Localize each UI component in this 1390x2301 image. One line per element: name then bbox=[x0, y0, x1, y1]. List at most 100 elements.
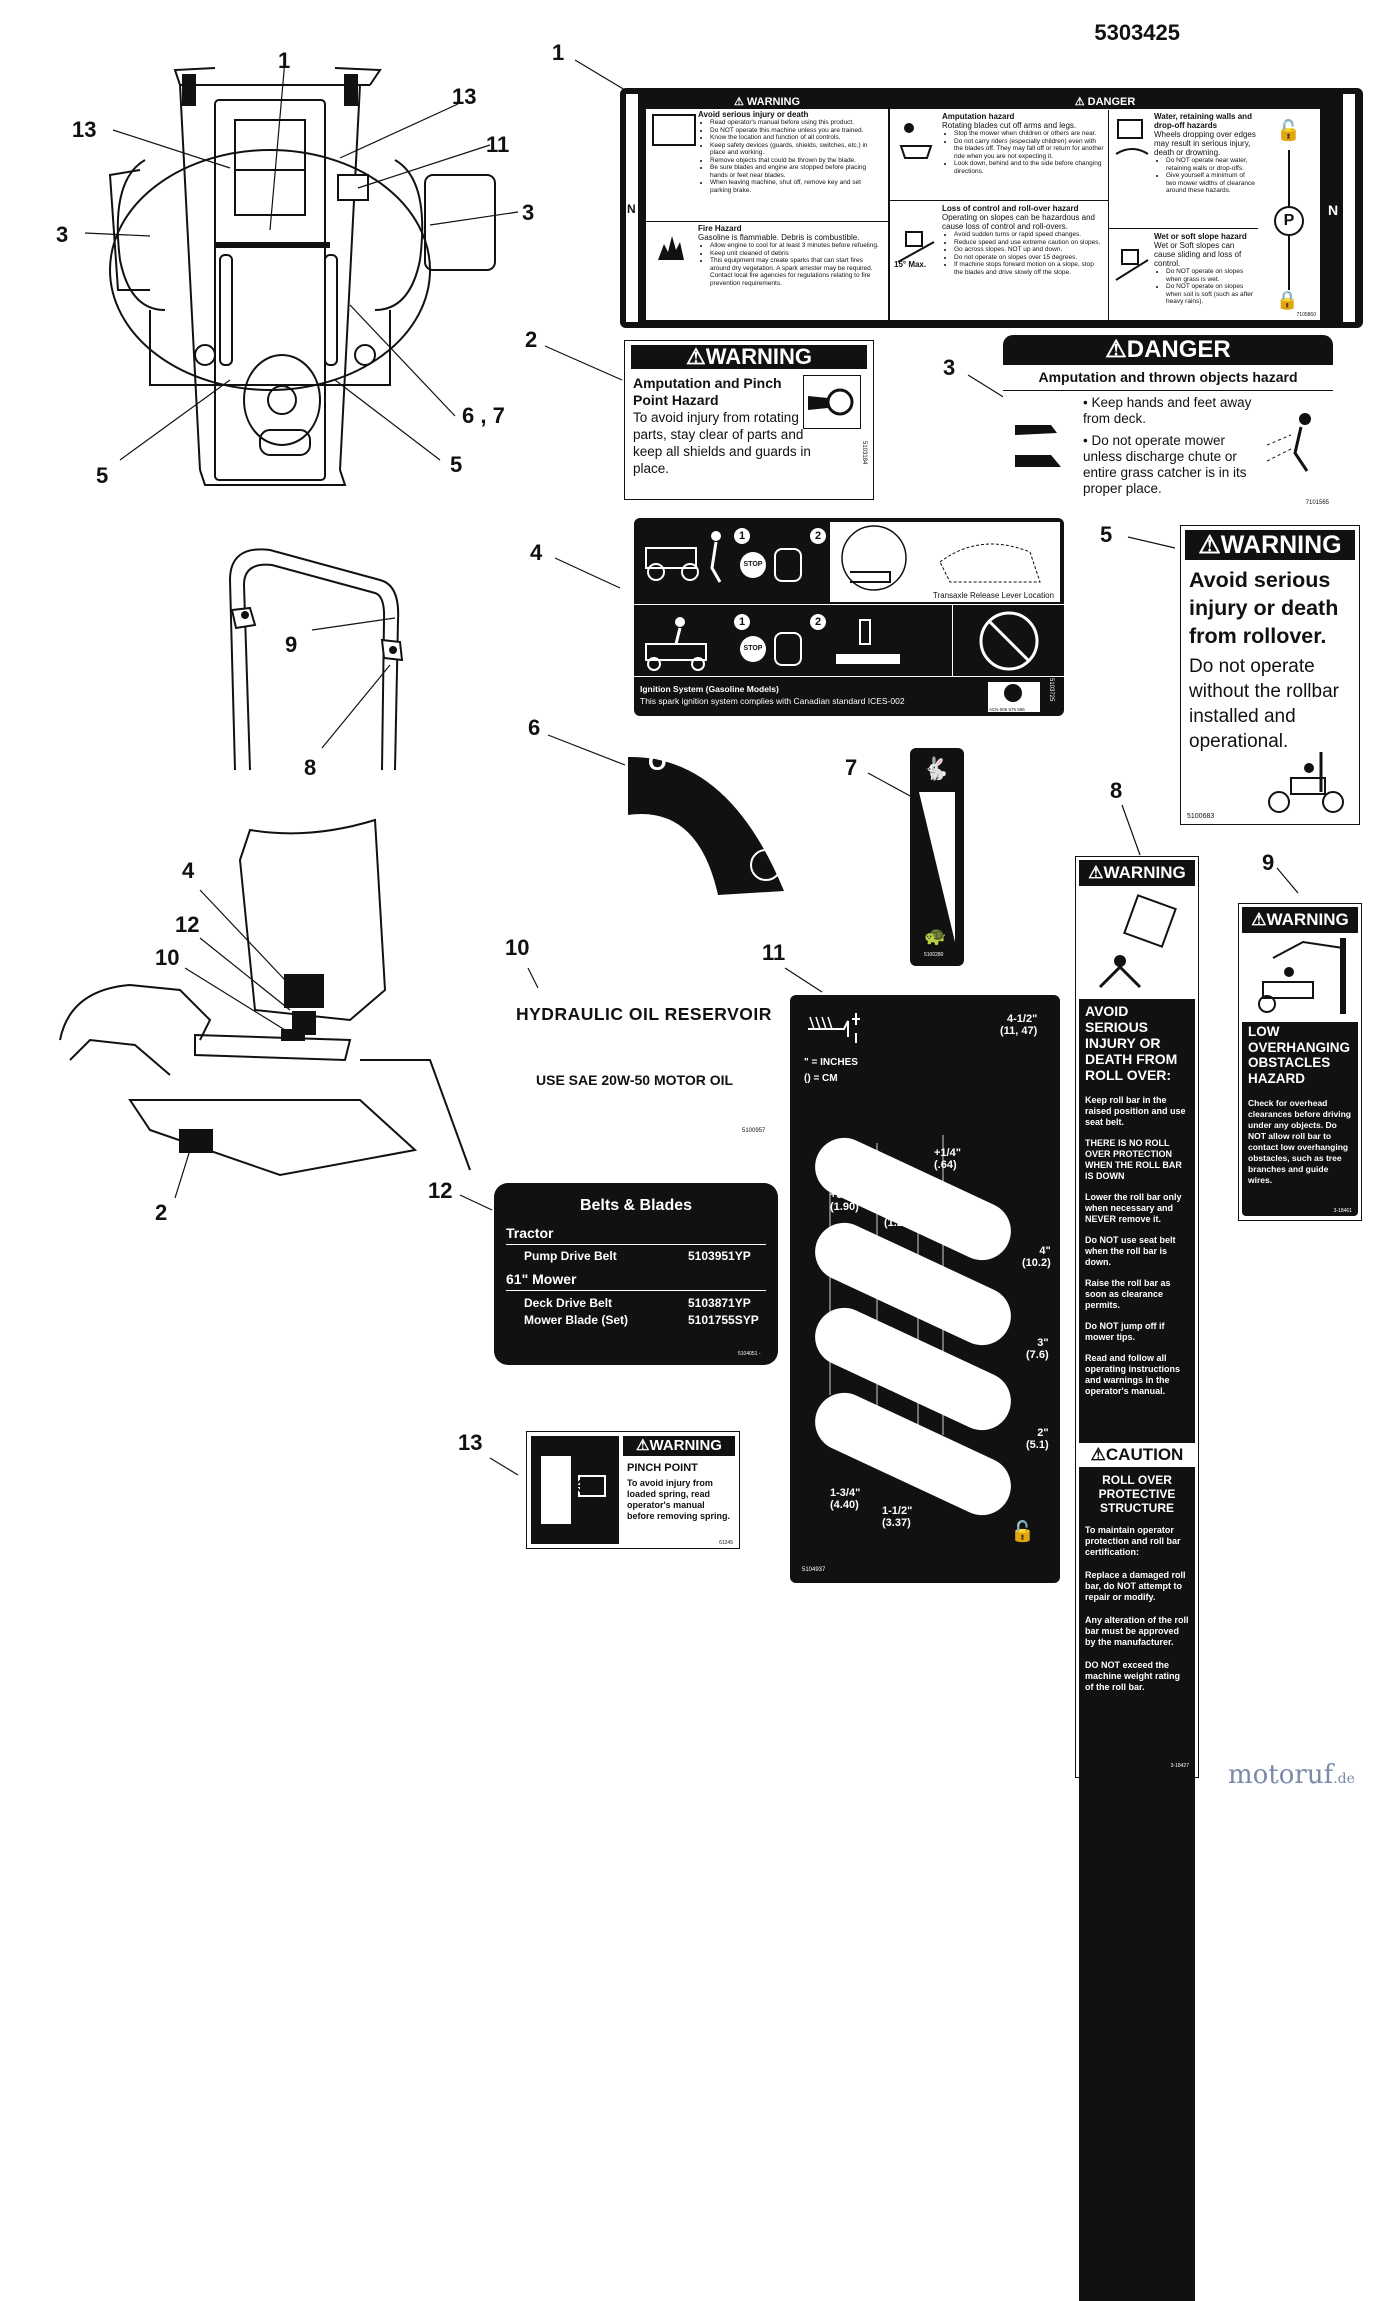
callout-decal-13: 13 bbox=[458, 1430, 483, 1455]
fire-item: This equipment may create sparks that ca… bbox=[710, 257, 884, 287]
height-plus-1-4: +1/4"(.64) bbox=[934, 1147, 961, 1171]
pump-belt-part: 5103951YP bbox=[688, 1249, 751, 1263]
wet-title: Wet or soft slope hazard bbox=[1154, 232, 1247, 241]
ignition-body: This spark ignition system complies with… bbox=[640, 696, 905, 706]
lock-open-icon: 🔓 bbox=[1010, 1521, 1035, 1543]
decal-7-part-number: 5100280 bbox=[924, 952, 944, 958]
decal-9-body-text: Check for overhead clearances before dri… bbox=[1248, 1098, 1351, 1185]
parking-icon: P bbox=[1274, 206, 1304, 236]
callout-decal-7: 7 bbox=[845, 755, 858, 780]
height-1-1-2: 1-1/2"(3.37) bbox=[882, 1505, 913, 1529]
loss-list: Avoid sudden turns or rapid speed change… bbox=[942, 231, 1104, 276]
decal-8-rops-warning: ⚠WARNING AVOID SERIOUS INJURY OR DEATH F… bbox=[1075, 856, 1199, 2301]
rollbar-tractor-icon bbox=[1261, 748, 1351, 816]
fire-icon bbox=[654, 232, 688, 262]
decal-8-rops: ROLL OVER PROTECTIVE STRUCTURE bbox=[1098, 1473, 1176, 1515]
height-4: 4"(10.2) bbox=[1022, 1245, 1051, 1269]
callout-1: 1 bbox=[278, 48, 291, 73]
water-dropoff-icon bbox=[1112, 114, 1152, 164]
serious-item: Do NOT operate this machine unless you a… bbox=[710, 127, 884, 135]
document-number: 5303425 bbox=[1094, 20, 1180, 45]
decal-5-title: ⚠WARNING bbox=[1185, 530, 1355, 560]
decal-9-heading: LOW OVERHANGING OBSTACLES HAZARD bbox=[1248, 1024, 1351, 1086]
acn-number: ACN 006 576 556 bbox=[989, 707, 1025, 712]
decal-10-body: USE SAE 20W-50 MOTOR OIL bbox=[536, 1072, 734, 1088]
decal-3-danger: ⚠DANGER Amputation and thrown objects ha… bbox=[1003, 335, 1333, 510]
decal-1-left-strip: N bbox=[624, 94, 640, 322]
callout-11: 11 bbox=[486, 132, 510, 157]
callout-decal-2: 2 bbox=[525, 327, 538, 352]
decal-1-right-strip: N bbox=[1323, 94, 1359, 322]
choke-icon bbox=[750, 849, 782, 881]
c-tick-icon bbox=[1004, 684, 1022, 702]
engine-off-icon bbox=[774, 632, 802, 666]
decal-1-serious-section: Avoid serious injury or death Read opera… bbox=[698, 110, 884, 194]
amp-list: Stop the mower when children or others a… bbox=[942, 130, 1104, 175]
tractor-heading: Tractor bbox=[506, 1225, 554, 1241]
mower-heading: 61" Mower bbox=[506, 1271, 577, 1287]
wet-lead: Wet or Soft slopes can cause sliding and… bbox=[1154, 241, 1242, 268]
callout-decal-1: 1 bbox=[552, 40, 565, 65]
callout-13: 13 bbox=[452, 84, 477, 109]
decal-1-warning-title: ⚠ WARNING bbox=[646, 94, 888, 109]
lock-open-icon: 🔓 bbox=[1276, 120, 1301, 142]
loss-item: Reduce speed and use extreme caution on … bbox=[954, 239, 1104, 247]
stop-icon: STOP bbox=[740, 636, 766, 662]
decal-4-part-number: 5103725 bbox=[1048, 678, 1054, 702]
acn-mark: ACN 006 576 556 bbox=[988, 682, 1040, 712]
turtle-icon: 🐢 bbox=[924, 926, 947, 946]
watermark-brand: motoruf bbox=[1228, 1760, 1334, 1790]
step-2-badge: 2 bbox=[810, 614, 826, 630]
ignition-title: Ignition System (Gasoline Models) bbox=[640, 684, 779, 694]
decal-3-title: ⚠DANGER bbox=[1003, 335, 1333, 365]
callout-12: 12 bbox=[175, 912, 200, 937]
wet-item: Do NOT operate on slopes when grass is w… bbox=[1166, 268, 1256, 283]
decal-8-q2: Replace a damaged roll bar, do NOT attem… bbox=[1085, 1570, 1186, 1602]
cut-height-slots bbox=[815, 1135, 1011, 1516]
decal-9-body: LOW OVERHANGING OBSTACLES HAZARD Check f… bbox=[1242, 1022, 1358, 1216]
fire-title: Fire Hazard bbox=[698, 224, 742, 233]
decal-3-bullet-2: • Do not operate mower unless discharge … bbox=[1083, 433, 1247, 496]
decal-8-p3: Lower the roll bar only when necessary a… bbox=[1085, 1192, 1182, 1224]
loss-item: If machine stops forward motion on a slo… bbox=[954, 261, 1104, 276]
decal-12-title: Belts & Blades bbox=[579, 1197, 693, 1214]
fire-item: Allow engine to cool for at least 3 minu… bbox=[710, 242, 884, 250]
loss-item: Avoid sudden turns or rapid speed change… bbox=[954, 231, 1104, 239]
fire-item: Keep unit cleaned of debris bbox=[710, 250, 884, 258]
decal-1-fire-section: Fire Hazard Gasoline is flammable. Debri… bbox=[698, 224, 884, 287]
wet-slope-icon bbox=[1112, 240, 1152, 290]
water-title: Water, retaining walls and drop-off haza… bbox=[1154, 112, 1252, 130]
callout-3: 3 bbox=[56, 222, 69, 247]
watermark: motoruf.de bbox=[1228, 1760, 1355, 1790]
cut-height-icon bbox=[804, 1009, 864, 1045]
decal-11-cut-height: " = INCHES () = CM 4-1/2"(11, 47) +1/4"(… bbox=[790, 995, 1060, 1583]
water-item: Give yourself a minimum of two mower wid… bbox=[1166, 172, 1256, 195]
cm-legend: () = CM bbox=[804, 1073, 838, 1084]
decal-11-part-number: 5104937 bbox=[802, 1567, 826, 1573]
serious-item: Read operator's manual before using this… bbox=[710, 119, 884, 127]
decal-8-p4: Do NOT use seat belt when the roll bar i… bbox=[1085, 1235, 1176, 1267]
decal-2-title: ⚠WARNING bbox=[631, 345, 867, 369]
decal-8-caution: ⚠CAUTION bbox=[1079, 1443, 1195, 1467]
decal-8-p7: Read and follow all operating instructio… bbox=[1085, 1353, 1181, 1396]
height-plus-1-2: +1/2"(1.27) bbox=[884, 1205, 913, 1229]
tractor-push-icon bbox=[640, 528, 730, 584]
watermark-tld: .de bbox=[1333, 1771, 1355, 1787]
decal-13-body: To avoid injury from loaded spring, read… bbox=[627, 1478, 731, 1521]
amp-lead: Rotating blades cut off arms and legs. bbox=[942, 121, 1077, 130]
fire-list: Allow engine to cool for at least 3 minu… bbox=[698, 242, 884, 287]
engine-off-icon bbox=[774, 548, 802, 582]
decal-8-p6: Do NOT jump off if mower tips. bbox=[1085, 1321, 1165, 1342]
serious-item: When leaving machine, shut off, remove k… bbox=[710, 179, 884, 194]
serious-item: Remove objects that could be thrown by t… bbox=[710, 157, 884, 165]
seat-area-drawing bbox=[59, 818, 471, 1177]
callout-decal-4: 4 bbox=[530, 540, 543, 565]
decal-8-title: ⚠WARNING bbox=[1079, 860, 1195, 886]
amp-item: Stop the mower when children or others a… bbox=[954, 130, 1104, 138]
decal-3-part-number: 7101565 bbox=[1305, 500, 1329, 506]
decal-8-q1: To maintain operator protection and roll… bbox=[1085, 1525, 1181, 1557]
decal-13-title: ⚠WARNING bbox=[623, 1436, 735, 1456]
callout-8: 8 bbox=[304, 755, 317, 780]
water-item: Do NOT operate near water, retaining wal… bbox=[1166, 157, 1256, 172]
rollover-tractor-icon bbox=[1080, 891, 1194, 995]
